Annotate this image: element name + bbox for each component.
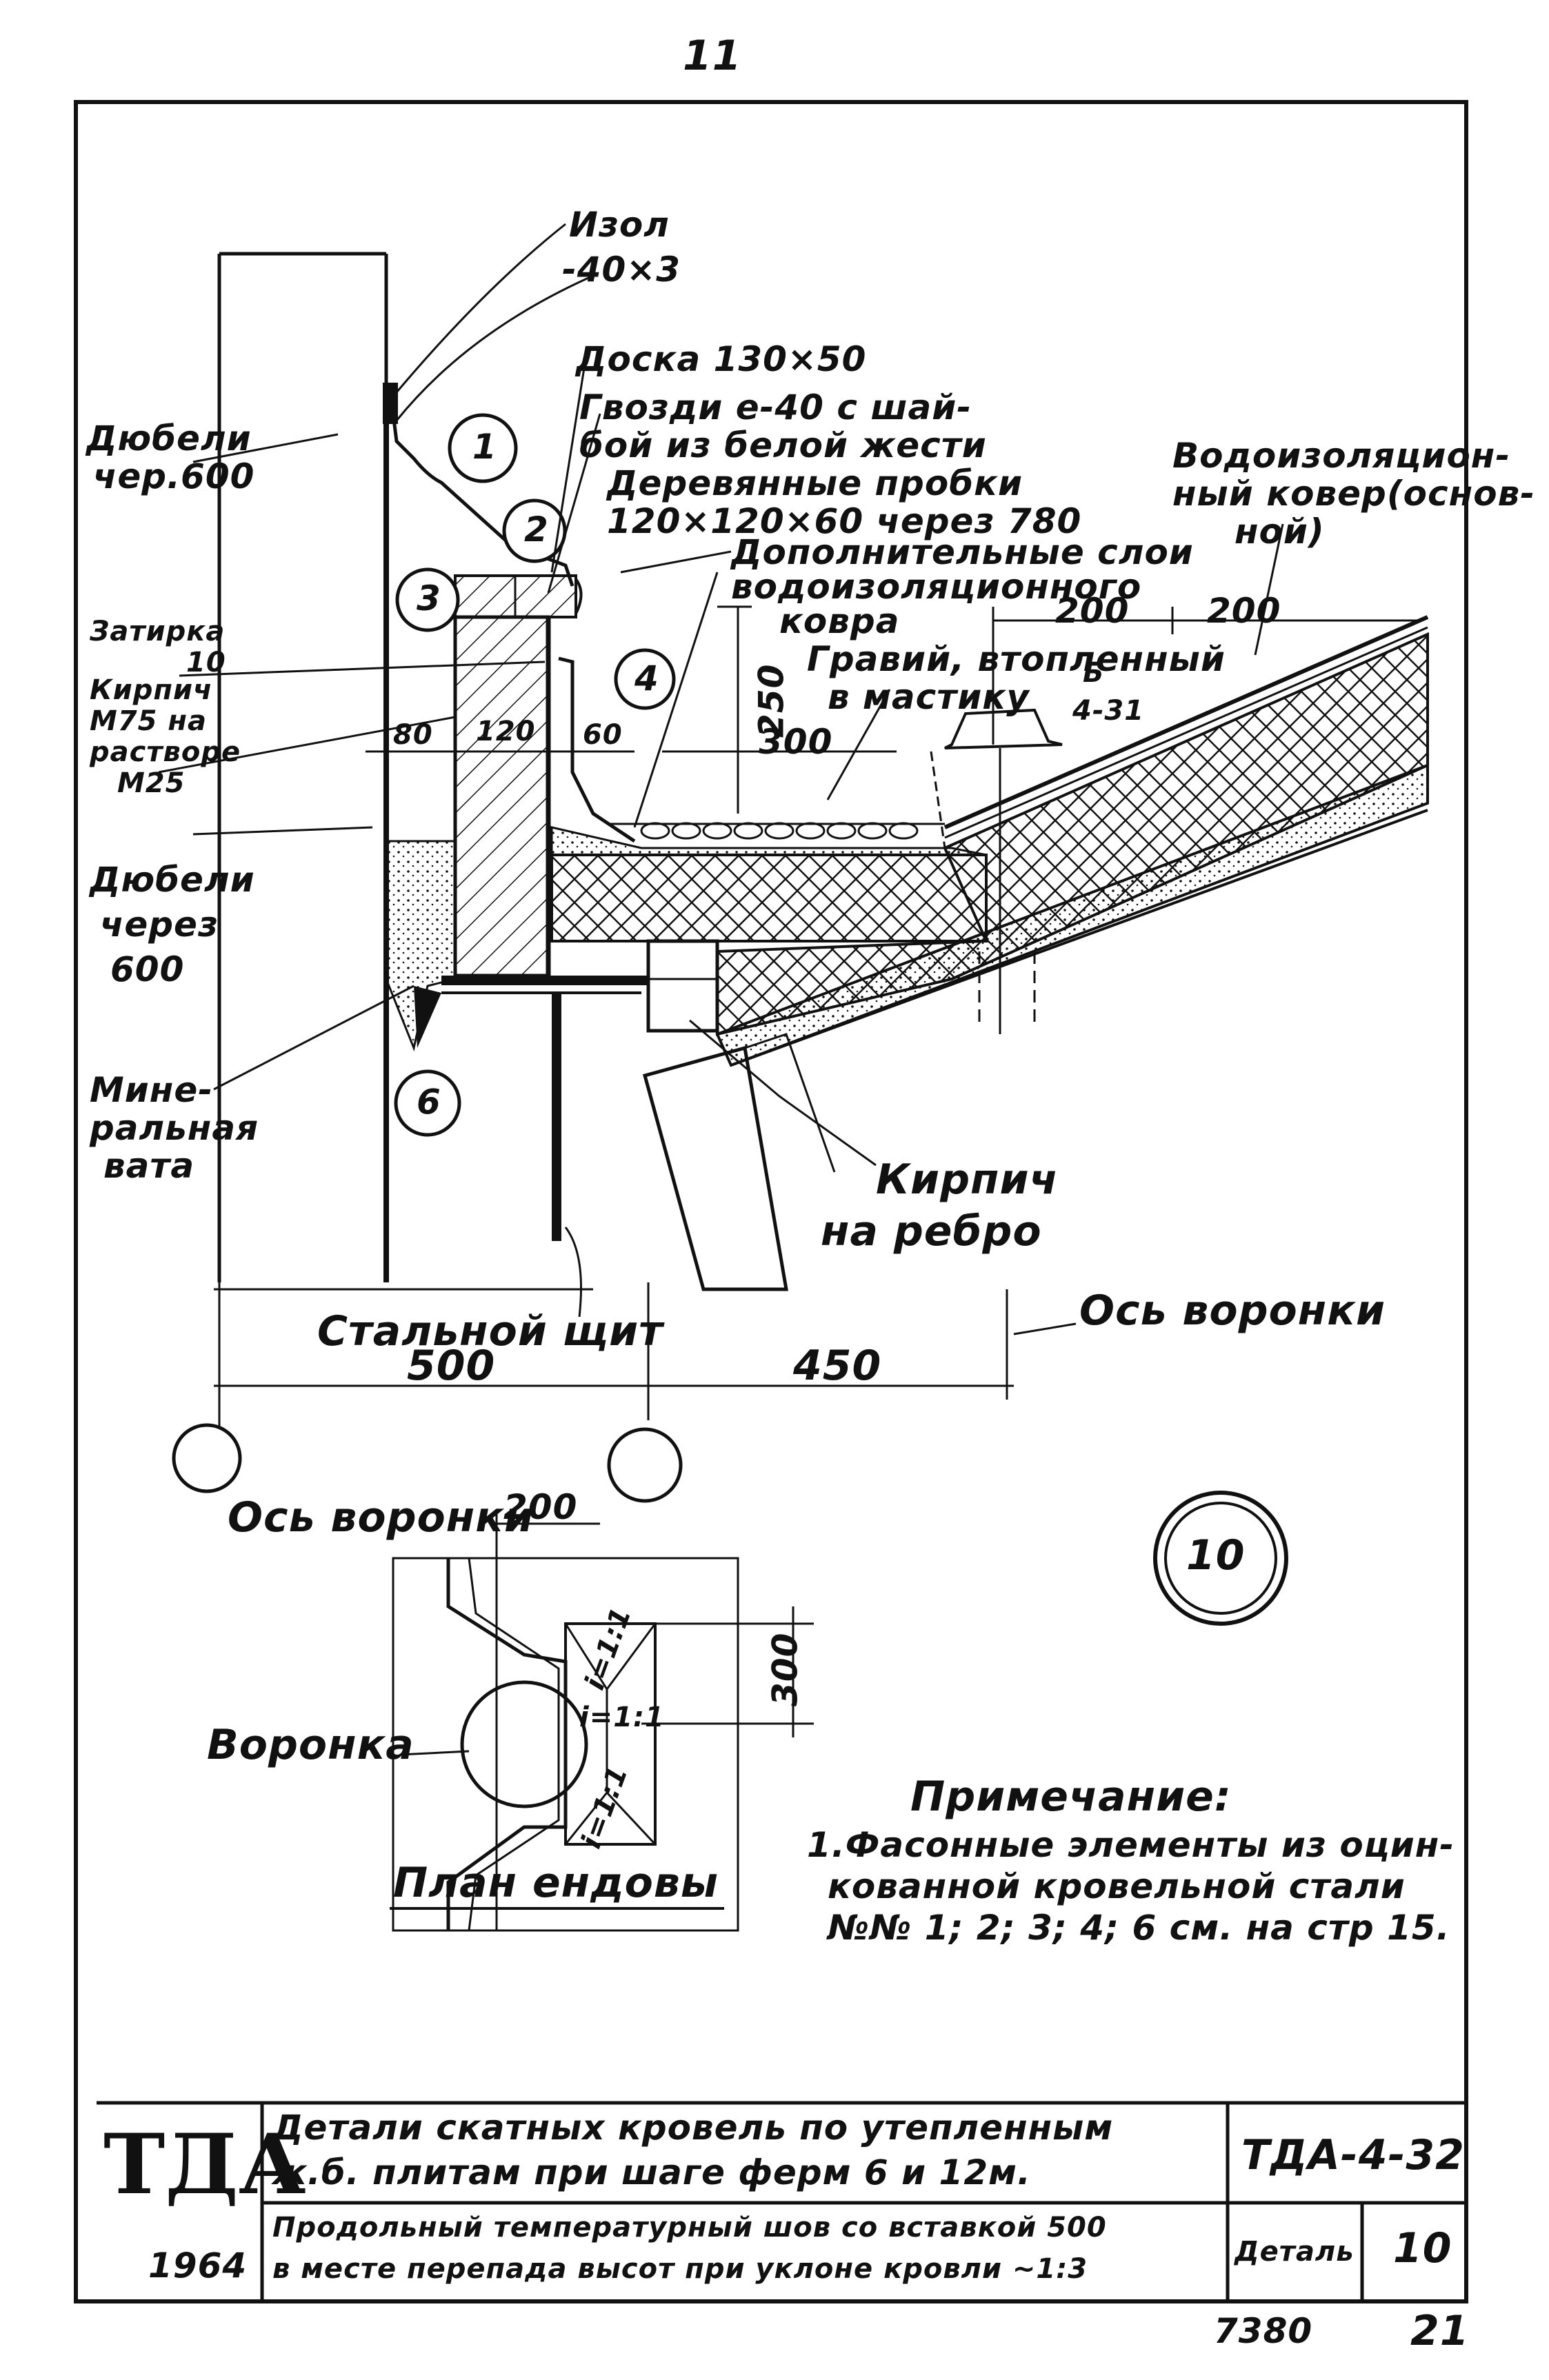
label-kirpich-2: М75 на	[90, 705, 208, 737]
label-mineral-1: Мине-	[90, 1070, 213, 1110]
label-gravii-1: Гравий, втопленный	[807, 639, 1226, 679]
label-zatirka-2: 10	[186, 647, 226, 678]
label-kirpich-rebro-2: на ребро	[821, 1207, 1042, 1255]
label-vodoizol-2: ный ковер(основ-	[1172, 474, 1535, 514]
label-ref-bottom: 4-31	[1072, 695, 1145, 727]
dim-500: 500	[407, 1342, 496, 1390]
dim-200b: 200	[1207, 591, 1281, 631]
label-dubeli-1: Дюбели	[86, 418, 252, 458]
page-number: 11	[683, 32, 742, 80]
callout-3: 3	[417, 578, 441, 618]
dim-120: 120	[476, 716, 536, 747]
slope-label-2: i=1:1	[579, 1702, 665, 1733]
label-os-voronki: Ось воронки	[1079, 1287, 1386, 1335]
label-dop-3: ковра	[779, 601, 900, 641]
callout-2: 2	[524, 510, 549, 549]
title-block-frame	[97, 2101, 1466, 2301]
detail-number: 10	[1186, 1531, 1246, 1580]
callout-4: 4	[634, 658, 659, 698]
title-block-title-2: ж.б. плитам при шаге ферм 6 и 12м.	[272, 2152, 1031, 2192]
waterproof-carpet	[943, 615, 1429, 829]
parapet-wall	[217, 252, 389, 1282]
label-gvozdi-1: Гвозди е-40 с шай-	[579, 387, 972, 427]
rc-slab	[715, 763, 1429, 1067]
dim-80: 80	[393, 719, 433, 751]
insulation-strip	[383, 383, 398, 424]
steel-angle	[646, 939, 719, 1033]
callout-6: 6	[417, 1082, 441, 1122]
label-vodoizol-3: ной)	[1235, 512, 1325, 552]
dim-bottom	[214, 1282, 1014, 1420]
detail-badge	[1153, 1491, 1288, 1626]
note-line-3: №№ 1; 2; 3; 4; 6 см. на стр 15.	[828, 1908, 1450, 1948]
sheet-frame	[74, 100, 1468, 2303]
brick-on-edge	[642, 1045, 788, 1291]
label-probki-2: 120×120×60 через 780	[607, 501, 1082, 541]
gravel	[640, 822, 919, 840]
valley-plan	[392, 1510, 814, 1932]
label-gvozdi-2: бой из белой жести	[579, 425, 987, 465]
callout-circles	[394, 413, 676, 1137]
footer-page: 21	[1410, 2307, 1470, 2355]
label-dubel2-2: через	[100, 905, 219, 945]
dim-450: 450	[793, 1342, 882, 1390]
label-probki-1: Деревянные пробки	[607, 463, 1023, 503]
dim-300b: 300	[765, 1632, 806, 1706]
plan-title: План ендовы	[393, 1859, 719, 1907]
steel-shield	[552, 993, 561, 1241]
label-dubel2-3: 600	[110, 949, 185, 989]
dim-60: 60	[583, 719, 623, 751]
title-block-org: ТДА	[103, 2116, 306, 2213]
label-dop-2: водоизоляционного	[731, 567, 1142, 607]
label-ref-top: Б	[1083, 657, 1105, 689]
label-dubel2-1: Дюбели	[90, 860, 255, 900]
title-block-subtitle-1: Продольный температурный шов со вставкой…	[272, 2212, 1107, 2243]
title-block-title-1: Детали скатных кровель по утепленным	[272, 2108, 1114, 2148]
title-block-subtitle-2: в месте перепада высот при уклоне кровли…	[272, 2253, 1088, 2285]
flashing-1	[388, 385, 574, 587]
title-block-year: 1964	[148, 2246, 248, 2286]
label-gravii-2: в мастику	[828, 677, 1030, 717]
label-kirpich-rebro-1: Кирпич	[876, 1156, 1059, 1204]
roof-insulation-left	[550, 854, 988, 942]
note-title: Примечание:	[910, 1773, 1232, 1821]
title-block-detail-label: Деталь	[1235, 2236, 1355, 2268]
label-dop-1: Дополнительные слои	[731, 532, 1194, 572]
label-os-voronki-2: Ось воронки	[228, 1493, 534, 1542]
title-block-code: ТДА-4-32	[1241, 2131, 1465, 2179]
label-kirpich-3: растворе	[90, 736, 241, 768]
label-mineral-2: ральная	[90, 1108, 259, 1148]
label-doska: Доска 130×50	[576, 339, 867, 379]
axis-circle-right	[607, 1427, 683, 1503]
label-stalnoi-shchit: Стальной щит	[317, 1307, 663, 1355]
label-kirpich-1: Кирпич	[90, 674, 213, 706]
title-block-detail-no: 10	[1393, 2224, 1452, 2272]
flashing-4	[558, 656, 636, 843]
label-size-40x3: -40×3	[562, 250, 681, 290]
label-vodoizol-1: Водоизоляцион-	[1172, 436, 1511, 476]
label-mineral-3: вата	[103, 1146, 195, 1186]
callout-1: 1	[472, 427, 497, 467]
dim-300: 300	[759, 722, 833, 762]
axis-circle-left	[172, 1423, 242, 1493]
label-izol: Изол	[569, 205, 670, 245]
label-dubeli-2: чер.600	[93, 456, 255, 496]
footer-stamp: 7380	[1214, 2311, 1313, 2351]
dim-top	[366, 605, 1421, 814]
steel-plate	[441, 976, 648, 985]
note-line-1: 1.Фасонные элементы из оцин-	[807, 1825, 1455, 1865]
dim-200a: 200	[1055, 591, 1130, 631]
label-zatirka-1: Затирка	[90, 616, 226, 647]
dim-200c: 200	[503, 1487, 578, 1527]
leaders	[158, 223, 1284, 1756]
mineral-wool	[385, 840, 457, 1052]
label-kirpich-4: М25	[117, 767, 186, 799]
brick-parapet	[453, 615, 550, 978]
roof-funnel	[944, 708, 1063, 749]
label-voronka: Воронка	[207, 1721, 414, 1769]
note-line-2: кованной кровельной стали	[828, 1866, 1406, 1906]
